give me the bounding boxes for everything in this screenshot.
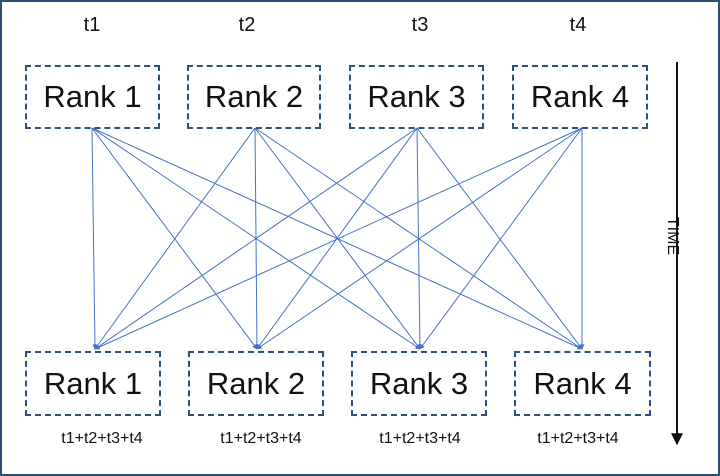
top-rank-1-box: Rank 1 bbox=[25, 65, 160, 129]
bottom-rank-2-box: Rank 2 bbox=[188, 351, 324, 416]
bottom-rank-3-label: Rank 3 bbox=[369, 365, 469, 401]
top-rank-3-label: Rank 3 bbox=[367, 79, 466, 114]
link-rank-3-to-rank-2 bbox=[256, 127, 418, 350]
bottom-rank-1-label: Rank 1 bbox=[43, 365, 143, 401]
time-axis-label: TIME bbox=[664, 216, 681, 256]
sum-label-4: t1+t2+t3+t4 bbox=[537, 430, 619, 447]
bottom-rank-4-label: Rank 4 bbox=[533, 365, 632, 401]
link-rank-2-to-rank-1 bbox=[94, 127, 256, 350]
top-rank-2-label: Rank 2 bbox=[204, 79, 304, 114]
link-rank-4-to-rank-3 bbox=[419, 127, 583, 350]
top-rank-1-label: Rank 1 bbox=[43, 79, 142, 114]
link-rank-1-to-rank-1 bbox=[91, 127, 98, 350]
bottom-rank-2-label: Rank 2 bbox=[206, 365, 306, 401]
sum-label-2: t1+t2+t3+t4 bbox=[220, 430, 302, 447]
top-rank-4-box: Rank 4 bbox=[512, 65, 648, 129]
link-rank-3-to-rank-1 bbox=[94, 127, 418, 350]
link-rank-3-to-rank-4 bbox=[416, 127, 583, 350]
link-rank-3-to-rank-3 bbox=[416, 127, 423, 350]
link-rank-4-to-rank-1 bbox=[94, 127, 583, 350]
top-rank-3-box: Rank 3 bbox=[349, 65, 484, 129]
bottom-rank-1-box: Rank 1 bbox=[25, 351, 161, 416]
time-label-t3: t3 bbox=[411, 14, 429, 36]
link-lines bbox=[91, 127, 585, 350]
sum-label-3: t1+t2+t3+t4 bbox=[379, 430, 461, 447]
link-rank-4-to-rank-2 bbox=[256, 127, 583, 350]
sum-label-1: t1+t2+t3+t4 bbox=[61, 430, 143, 447]
top-rank-4-label: Rank 4 bbox=[530, 79, 630, 114]
top-rank-2-box: Rank 2 bbox=[187, 65, 321, 129]
time-label-t2: t2 bbox=[238, 14, 256, 36]
time-label-t1: t1 bbox=[83, 14, 101, 36]
time-label-t4: t4 bbox=[569, 14, 587, 36]
bottom-rank-4-box: Rank 4 bbox=[514, 351, 651, 416]
bottom-rank-3-box: Rank 3 bbox=[351, 351, 487, 416]
